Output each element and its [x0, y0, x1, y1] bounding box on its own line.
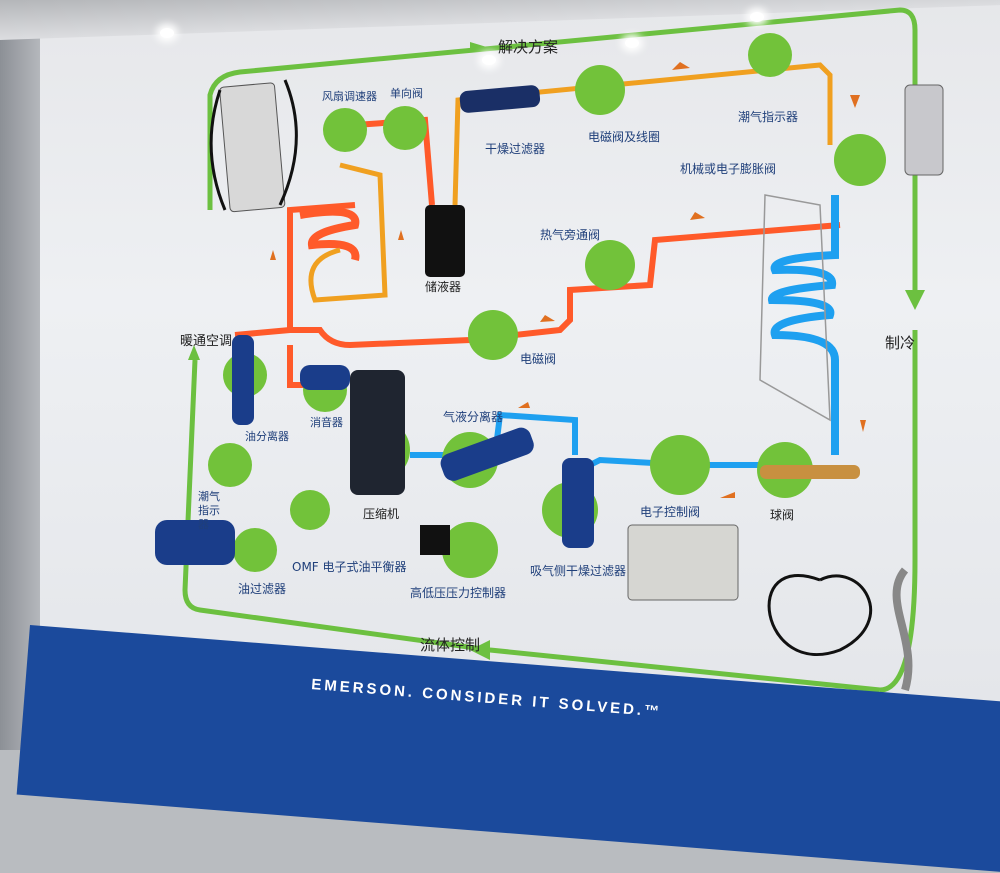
light-reflection [750, 12, 764, 22]
label-moisture-indicator-left: 潮气指示器 [198, 490, 220, 531]
piping-diagram [155, 7, 944, 693]
filter-drier-device [459, 85, 541, 113]
label-moisture-indicator-top: 潮气指示器 [738, 110, 799, 124]
expansion-valve-device [904, 84, 944, 176]
label-receiver: 储液器 [425, 280, 462, 294]
evaporator-frame [759, 194, 831, 422]
grey-cable [892, 567, 913, 692]
muffler-device [300, 365, 350, 390]
suction-filter-device [562, 458, 594, 548]
light-reflection [160, 28, 174, 38]
label-check-valve: 单向阀 [390, 87, 423, 100]
receiver-device [425, 205, 465, 277]
flow-control-arrow [470, 640, 490, 660]
light-reflection [482, 55, 496, 65]
flow-arrows [270, 62, 866, 498]
solutions-arrow [470, 42, 490, 50]
label-muffler: 消音器 [310, 416, 343, 429]
label-oil-separator: 油分离器 [245, 430, 289, 443]
label-compressor: 压缩机 [363, 507, 400, 521]
controller-device [627, 524, 739, 601]
fan-speed-controller-device [219, 82, 286, 213]
refrigeration-flow-line [879, 330, 918, 693]
pressure-control-device [420, 525, 450, 555]
hot-coil [299, 207, 360, 261]
section-hvac: 暖通空调 [180, 334, 233, 349]
flow-control-line [182, 359, 881, 693]
label-oil-balancer: OMF 电子式油平衡器 [292, 560, 407, 574]
label-solenoid-valve: 电磁阀 [520, 352, 557, 366]
liquid-line [308, 62, 833, 303]
evaporator-coil [768, 195, 839, 455]
cable [209, 79, 298, 211]
accumulator-device [440, 427, 534, 481]
light-reflection [625, 38, 639, 48]
oil-filter-device [155, 520, 235, 565]
label-solenoid-valve-coil: 电磁阀及线圈 [588, 130, 661, 144]
label-electronic-control-valve: 电子控制阀 [640, 505, 701, 519]
section-flow-control: 流体控制 [420, 636, 481, 654]
hot-discharge-pipe [234, 202, 841, 349]
label-fan-speed-controller: 风扇调速器 [322, 90, 377, 103]
display-board [40, 0, 1000, 750]
section-refrigeration: 制冷 [885, 334, 916, 352]
label-suction-filter: 吸气侧干燥过滤器 [530, 564, 627, 578]
label-expansion-valve: 机械或电子膨胀阀 [680, 162, 777, 176]
label-filter-drier: 干燥过滤器 [485, 142, 546, 156]
sensor-cable [767, 573, 873, 657]
solutions-flow-line [207, 7, 918, 290]
ball-valve-device [760, 465, 860, 479]
section-solutions: 解决方案 [498, 38, 559, 56]
label-accumulator: 气液分离器 [443, 410, 504, 424]
label-ball-valve: 球阀 [770, 508, 795, 522]
oil-separator-device [232, 335, 254, 425]
label-oil-filter: 油过滤器 [238, 582, 287, 596]
label-hot-gas-bypass: 热气旁通阀 [540, 228, 601, 242]
hvac-arrow [188, 345, 200, 360]
compressor-device [350, 370, 405, 495]
label-pressure-control: 高低压压力控制器 [410, 586, 507, 600]
refrigeration-arrow [905, 290, 925, 310]
